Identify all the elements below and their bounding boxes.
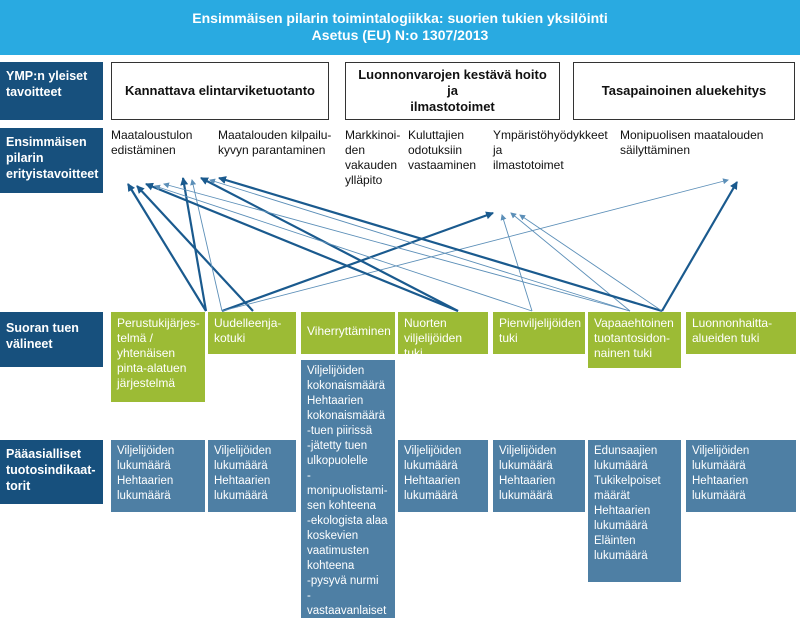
arrow-instrument-4-to-objective-0 [154, 184, 533, 312]
objective-diverse-agriculture: Monipuolisen maatalouden säilyttäminen [620, 128, 764, 157]
arrow-instrument-2-to-objective-5 [221, 178, 729, 312]
instrument-natural-constraints: Luonnonhaitta- alueiden tuki [686, 312, 796, 354]
objective-environment-climate: Ympäristöhyödykkeet ja ilmastotoimet [493, 128, 608, 172]
arrow-instrument-0-to-objective-0 [127, 183, 207, 312]
arrow-instrument-6-to-objective-4 [519, 214, 663, 312]
arrow-instrument-5-to-objective-1 [209, 178, 631, 312]
objective-competitiveness: Maatalouden kilpailu- kyvyn parantaminen [218, 128, 332, 157]
objective-market-stability: Markkinoi- den vakauden ylläpito [345, 128, 401, 187]
diagram-title: Ensimmäisen pilarin toimintalogiikka: su… [192, 10, 608, 26]
instrument-young-farmers: Nuorten viljelijöiden tuki [398, 312, 488, 360]
indicator-greening: Viljelijöiden kokonaismäärä Hehtaarien k… [301, 360, 395, 632]
arrow-instrument-3-to-objective-1 [200, 177, 459, 312]
instrument-redistributive: Uudelleenja- kotuki [208, 312, 296, 354]
arrow-instrument-2-to-objective-4 [221, 211, 494, 313]
indicator-redistributive: Viljelijöiden lukumäärä Hehtaarien lukum… [208, 440, 296, 512]
arrow-instrument-3-to-objective-0 [145, 182, 459, 313]
logic-arrows [127, 176, 738, 313]
row-label-general-goals: YMP:n yleiset tavoitteet [0, 62, 103, 120]
indicator-young-farmers: Viljelijöiden lukumäärä Hehtaarien lukum… [398, 440, 488, 512]
indicator-small-farmers: Viljelijöiden lukumäärä Hehtaarien lukum… [493, 440, 585, 512]
arrow-instrument-2-to-objective-1 [190, 179, 223, 312]
objective-consumer-expectations: Kuluttajien odotuksiin vastaaminen [408, 128, 477, 172]
general-goal-food-production: Kannattava elintarviketuotanto [111, 62, 329, 120]
diagram-subtitle: Asetus (EU) N:o 1307/2013 [311, 27, 489, 43]
general-goal-natural-resources: Luonnonvarojen kestävä hoito ja ilmastot… [345, 62, 560, 120]
indicator-coupled-support: Edunsaajien lukumäärä Tukikelpoiset määr… [588, 440, 681, 582]
general-goal-regional-development: Tasapainoinen aluekehitys [573, 62, 795, 120]
diagram-header: Ensimmäisen pilarin toimintalogiikka: su… [0, 0, 800, 55]
instrument-coupled-support: Vapaaehtoinen tuotantosidon- nainen tuki [588, 312, 681, 368]
row-label-specific-objectives: Ensimmäisen pilarin erityistavoitteet [0, 128, 103, 193]
instrument-basic-payment: Perustukijärjes- telmä / yhtenäisen pint… [111, 312, 205, 402]
indicator-natural-constraints: Viljelijöiden lukumäärä Hehtaarien lukum… [686, 440, 796, 512]
indicator-basic-payment: Viljelijöiden lukumäärä Hehtaarien lukum… [111, 440, 205, 512]
objective-farm-income: Maataloustulon edistäminen [111, 128, 193, 157]
arrow-instrument-1-to-objective-0 [136, 185, 254, 312]
row-label-instruments: Suoran tuen välineet [0, 312, 103, 367]
row-label-indicators: Pääasialliset tuotosindikaat- torit [0, 440, 103, 504]
arrow-instrument-5-to-objective-0 [163, 182, 631, 312]
arrow-instrument-4-to-objective-4 [500, 214, 533, 312]
arrow-instrument-6-to-objective-1 [218, 176, 663, 313]
arrow-instrument-6-to-objective-5 [661, 181, 738, 312]
instrument-greening: Viherryttäminen [301, 312, 395, 354]
instrument-small-farmers: Pienviljelijöiden tuki [493, 312, 585, 354]
